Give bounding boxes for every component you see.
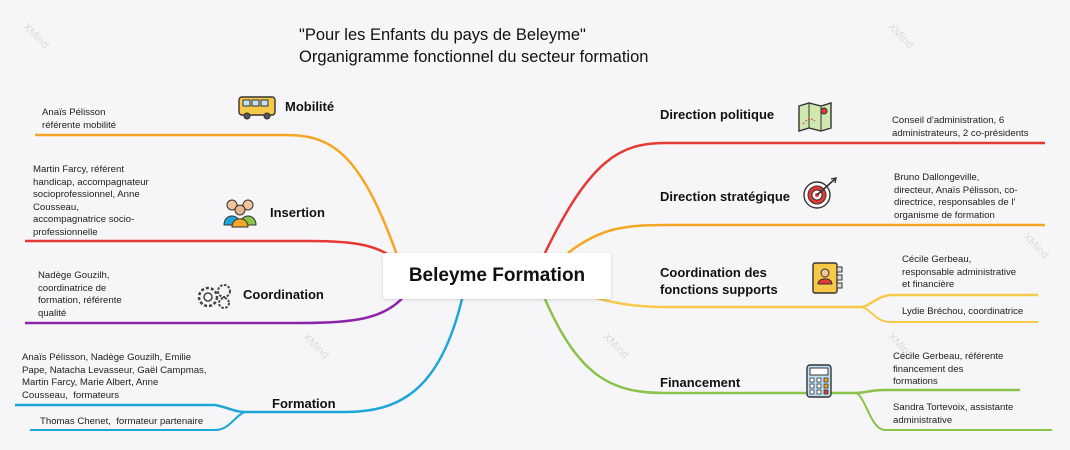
connector-coordination	[25, 294, 406, 325]
connector-coordination-supports	[569, 288, 1038, 309]
connector-direction-politique	[543, 141, 1045, 254]
connector-financement-2	[854, 392, 1052, 431]
branch-coordination[interactable]: Coordination	[243, 287, 324, 302]
note-coordination-supports-1: Cécile Gerbeau, responsable administrati…	[902, 254, 1017, 290]
connector-financement	[543, 298, 1020, 395]
title-line-1: "Pour les Enfants du pays de Beleyme"	[299, 26, 586, 44]
branch-direction-strategique[interactable]: Direction stratégique	[660, 189, 791, 204]
connector-mobilite	[35, 133, 400, 259]
note-direction-politique: Conseil d'administration, 6 administrate…	[892, 115, 1029, 139]
note-formation-1: Anaïs Pélisson, Nadège Gouzilh, Emilie P…	[22, 352, 207, 401]
calculator-icon	[806, 364, 832, 398]
id-card-icon	[812, 262, 843, 294]
note-financement-2: Sandra Tortevoix, assistante administrat…	[893, 402, 1014, 426]
branch-coordination-supports[interactable]: Coordination des fonctions supports	[660, 265, 778, 297]
page-title: "Pour les Enfants du pays de Beleyme" Or…	[299, 24, 648, 68]
connector-formation	[15, 298, 464, 414]
central-topic[interactable]: Beleyme Formation	[383, 253, 611, 299]
connector-insertion	[25, 239, 401, 264]
branch-formation[interactable]: Formation	[272, 396, 336, 411]
connector-direction-strategique	[567, 223, 1045, 254]
note-insertion: Martin Farcy, référent handicap, accompa…	[33, 164, 149, 238]
branch-direction-politique[interactable]: Direction politique	[660, 107, 775, 122]
target-icon	[803, 177, 837, 209]
note-coordination-supports-2: Lydie Bréchou, coordinatrice	[902, 306, 1024, 317]
note-mobilite: Anaïs Pélisson référente mobilité	[42, 107, 117, 131]
bus-icon	[238, 96, 276, 120]
note-coordination: Nadège Gouzilh, coordinatrice de formati…	[38, 270, 122, 319]
note-direction-strategique: Bruno Dallongeville, directeur, Anaïs Pé…	[894, 172, 1018, 221]
title-line-2: Organigramme fonctionnel du secteur form…	[299, 48, 649, 66]
note-formation-2: Thomas Chenet, formateur partenaire	[40, 416, 204, 427]
connector-formation-2	[30, 411, 246, 431]
branch-mobilite[interactable]: Mobilité	[285, 99, 335, 114]
map-icon	[798, 102, 832, 132]
branch-insertion[interactable]: Insertion	[270, 205, 325, 220]
note-financement-1: Cécile Gerbeau, référente financement de…	[893, 351, 1004, 387]
gears-icon	[197, 284, 231, 309]
connector-coordination-supports-2	[859, 306, 1038, 323]
branch-financement[interactable]: Financement	[660, 375, 741, 390]
people-icon	[223, 199, 257, 228]
